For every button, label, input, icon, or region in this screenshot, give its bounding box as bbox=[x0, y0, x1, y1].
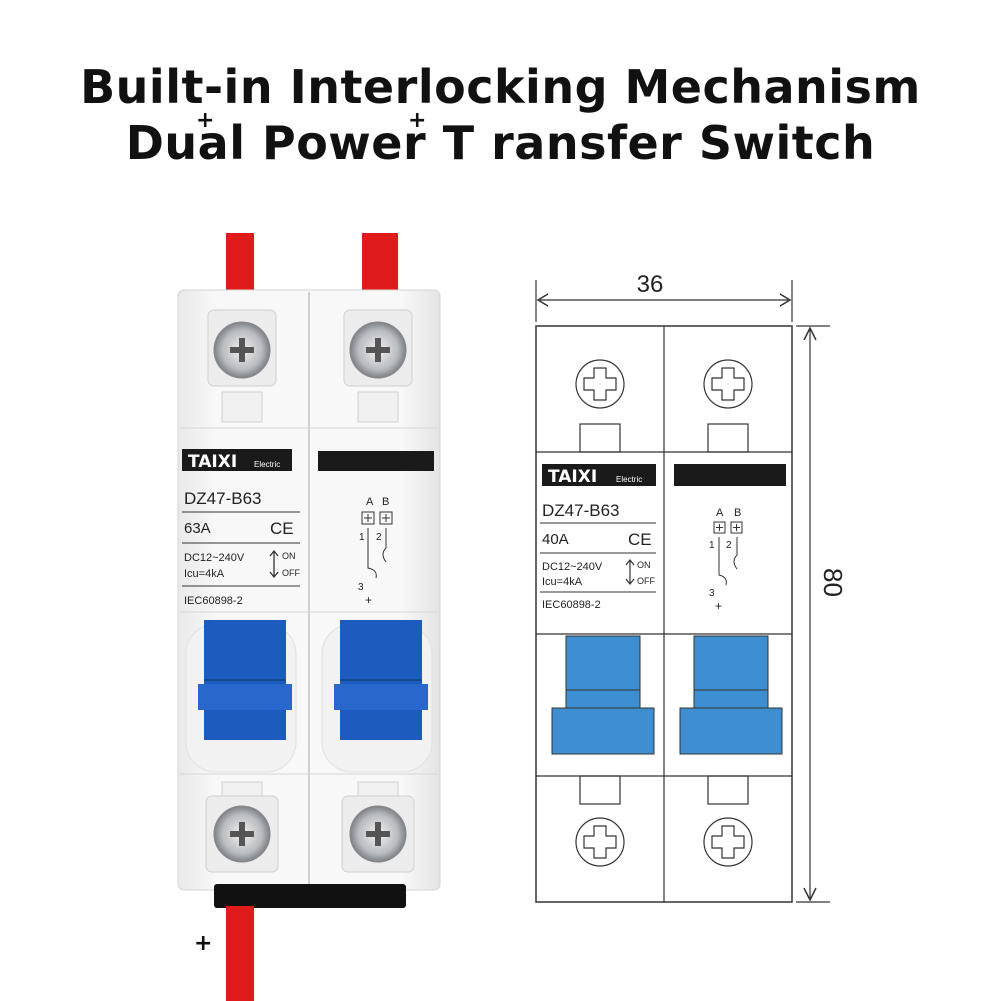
headline-line-1: Built-in Interlocking Mechanism bbox=[80, 60, 921, 114]
on-label: ON bbox=[637, 560, 651, 570]
toggle-handle-left[interactable] bbox=[551, 635, 655, 755]
brand-sub: Electric bbox=[254, 460, 280, 469]
svg-text:3: 3 bbox=[709, 588, 715, 599]
icu-text: Icu=4kA bbox=[184, 568, 225, 580]
ce-mark: CE bbox=[628, 530, 652, 549]
brand-plate bbox=[182, 449, 292, 471]
svg-text:+: + bbox=[365, 593, 372, 607]
on-off-arrow-icon bbox=[269, 549, 279, 579]
screw-icon bbox=[207, 309, 277, 387]
red-wire-top-left bbox=[226, 233, 254, 293]
plus-mark: + bbox=[194, 931, 212, 956]
toggle-handle-left[interactable] bbox=[198, 620, 292, 740]
screw-icon bbox=[341, 795, 415, 873]
black-wire-bar bbox=[214, 884, 406, 908]
svg-text:3: 3 bbox=[358, 582, 364, 593]
model-text: DZ47-B63 bbox=[184, 489, 261, 508]
screw-icon bbox=[205, 795, 279, 873]
label-plate-right bbox=[674, 464, 786, 486]
on-off-arrow-icon bbox=[625, 559, 635, 585]
label-plate-right bbox=[318, 451, 434, 471]
standard-text: IEC60898-2 bbox=[184, 595, 243, 607]
standard-text: IEC60898-2 bbox=[542, 599, 601, 611]
svg-text:B: B bbox=[734, 507, 741, 519]
svg-text:A: A bbox=[366, 496, 374, 508]
width-dimension: 36 bbox=[637, 271, 664, 298]
svg-text:A: A bbox=[716, 507, 724, 519]
ce-mark: CE bbox=[270, 519, 294, 538]
toggle-handle-right[interactable] bbox=[679, 635, 783, 755]
svg-text:2: 2 bbox=[376, 532, 382, 543]
toggle-handle-right[interactable] bbox=[334, 620, 428, 740]
voltage-text: DC12~240V bbox=[542, 561, 603, 573]
plus-mark: + bbox=[196, 108, 215, 133]
svg-text:2: 2 bbox=[726, 540, 732, 551]
red-wire-top-right bbox=[362, 233, 398, 293]
wiring-diagram-icon: A B 1 2 3 + bbox=[709, 507, 743, 613]
brand-name: TAIXI bbox=[548, 467, 597, 487]
svg-text:1: 1 bbox=[709, 540, 715, 551]
svg-text:+: + bbox=[715, 599, 722, 613]
rating-text: 40A bbox=[542, 531, 569, 548]
model-text: DZ47-B63 bbox=[542, 501, 619, 520]
brand-plate bbox=[542, 464, 656, 486]
red-wire-bottom bbox=[226, 906, 254, 1001]
off-label: OFF bbox=[282, 568, 300, 578]
brand-sub: Electric bbox=[616, 475, 642, 484]
headline-line-2: Dual Power T ransfer Switch bbox=[125, 116, 876, 170]
off-label: OFF bbox=[637, 576, 655, 586]
svg-text:1: 1 bbox=[359, 532, 365, 543]
screw-icon bbox=[343, 309, 413, 387]
svg-text:B: B bbox=[382, 496, 389, 508]
brand-name: TAIXI bbox=[188, 452, 237, 472]
voltage-text: DC12~240V bbox=[184, 552, 245, 564]
on-label: ON bbox=[282, 551, 296, 561]
rating-text: 63A bbox=[184, 520, 211, 537]
wiring-diagram-icon: A B 1 2 3 + bbox=[358, 496, 393, 607]
plus-mark: + bbox=[408, 108, 427, 133]
height-dimension: 80 bbox=[818, 568, 848, 597]
icu-text: Icu=4kA bbox=[542, 576, 583, 588]
